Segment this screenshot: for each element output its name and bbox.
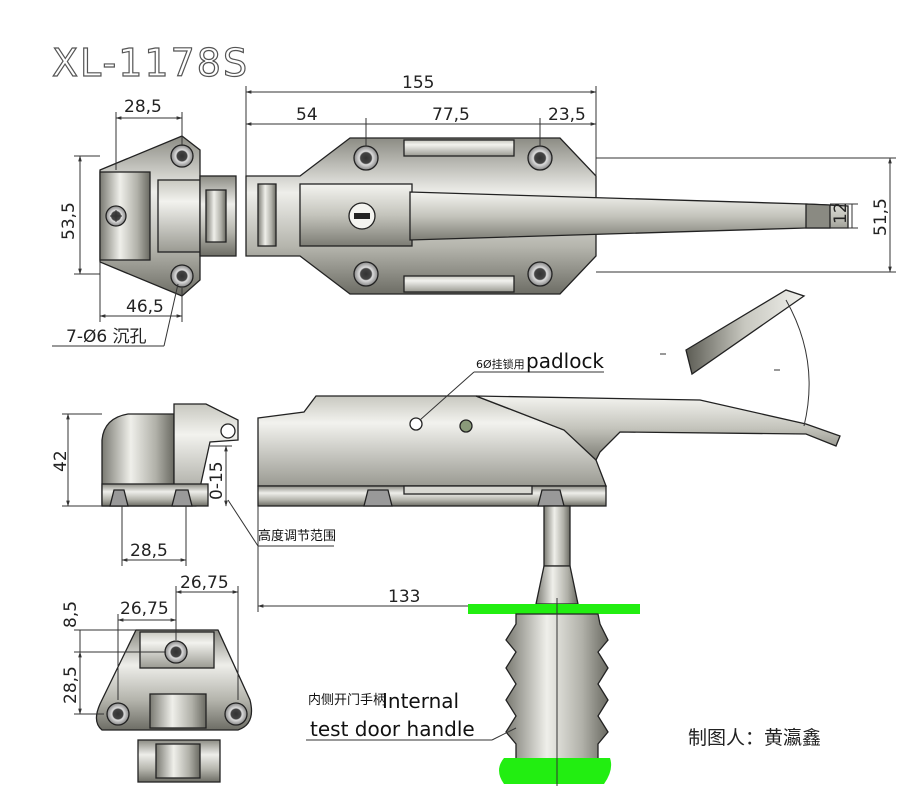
handle-flange — [468, 604, 640, 614]
dim-53-5: 53,5 — [59, 202, 79, 240]
holes-note: 7-Ø6 沉孔 — [66, 327, 147, 347]
padlock-hole-icon — [409, 417, 423, 431]
hole-icon — [527, 145, 553, 171]
hole-icon — [106, 702, 130, 726]
top-view: 155 54 77,5 23,5 28,5 53,5 46,5 7-Ø6 沉孔 … — [52, 73, 896, 347]
handle-knob — [499, 758, 612, 784]
dim-28-5-top: 28,5 — [124, 97, 162, 117]
handle-note-line2: test door handle — [310, 717, 475, 741]
dim-51-5: 51,5 — [871, 198, 891, 236]
hole-icon — [527, 261, 553, 287]
hole-icon — [224, 702, 248, 726]
drawing-title: XL-1178S — [52, 41, 249, 85]
dim-23-5: 23,5 — [548, 105, 586, 125]
hole-icon — [164, 640, 188, 664]
handle-note-cn: 内侧开门手柄 — [308, 692, 386, 708]
handle-note-line1: Internal — [382, 689, 459, 713]
dim-28-5-front: 28,5 — [61, 666, 81, 704]
dim-8-5: 8,5 — [61, 601, 81, 628]
dim-12: 12 — [831, 202, 851, 224]
padlock-cn: 6Ø挂锁用 — [476, 357, 525, 371]
front-view: 26,75 26,75 8,5 28,5 — [61, 573, 253, 783]
dim-46-5: 46,5 — [126, 297, 164, 317]
dim-0-15: 0-15 — [207, 461, 227, 500]
hole-icon — [170, 144, 194, 168]
dim-26-75-a: 26,75 — [120, 599, 169, 619]
author-note: 制图人：黄瀛鑫 — [688, 726, 821, 749]
hole-icon — [353, 145, 379, 171]
hole-icon — [353, 261, 379, 287]
adjust-range-note: 高度调节范围 — [258, 528, 336, 544]
dim-26-75-b: 26,75 — [180, 573, 229, 593]
dim-28-5-side: 28,5 — [130, 541, 168, 561]
dim-54: 54 — [296, 105, 318, 125]
dim-133: 133 — [388, 587, 420, 607]
dim-155: 155 — [402, 73, 434, 93]
dim-42: 42 — [51, 450, 71, 472]
pivot-icon — [459, 419, 473, 433]
side-view: 6Ø挂锁用 padlock 42 0-15 高度调节范围 28,5 133 — [51, 289, 841, 786]
padlock-label: padlock — [526, 349, 604, 373]
dim-77-5: 77,5 — [432, 105, 470, 125]
hole-icon — [170, 264, 194, 288]
handle-note: 内侧开门手柄 Internal test door handle — [306, 689, 517, 741]
